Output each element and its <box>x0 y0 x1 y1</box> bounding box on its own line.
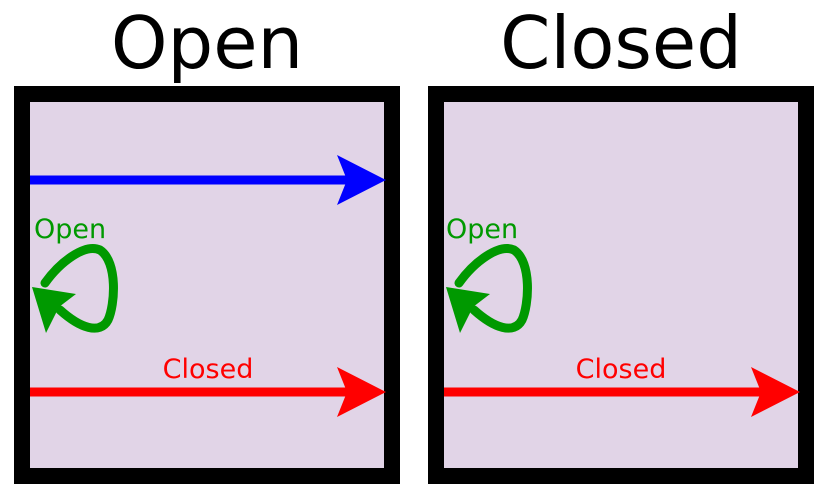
green-loop-arrow <box>446 244 532 333</box>
closed-line-label: Closed <box>163 354 254 385</box>
closed-line-label: Closed <box>576 354 667 385</box>
panel-open-title: Open <box>111 1 303 85</box>
green-loop-arrow <box>32 244 118 333</box>
panel-closed: Closed Open Closed <box>428 1 814 484</box>
panel-open: Open Open Closed <box>14 1 400 484</box>
red-arrow <box>444 367 800 417</box>
open-loop-label: Open <box>34 214 106 245</box>
panel-closed-title: Closed <box>500 1 742 85</box>
panel-closed-box <box>428 86 814 484</box>
blue-arrow <box>30 155 386 205</box>
red-arrow <box>30 367 386 417</box>
open-loop-label: Open <box>446 214 518 245</box>
panel-open-box <box>14 86 400 484</box>
